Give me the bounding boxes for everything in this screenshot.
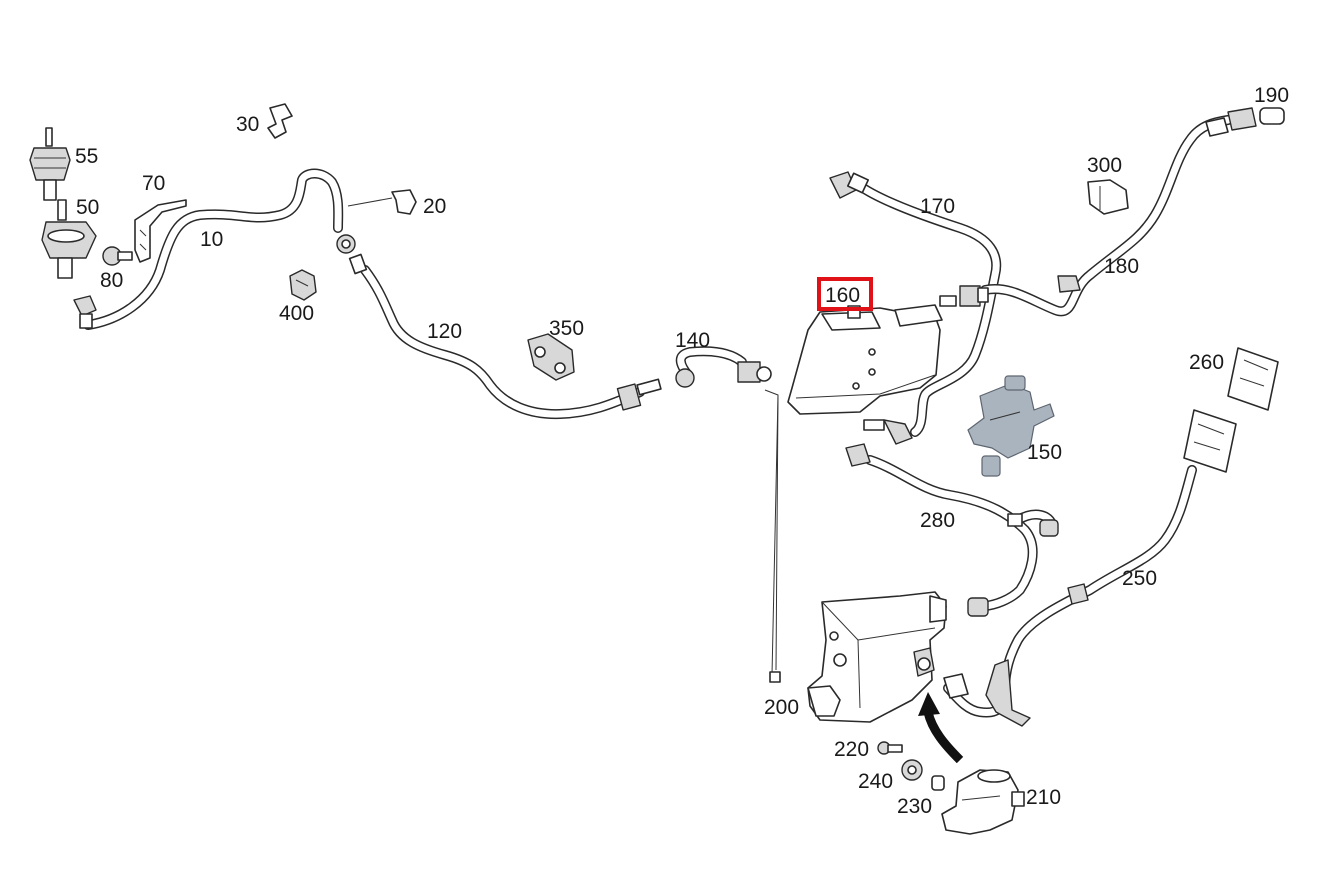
tank-160[interactable] [787, 304, 943, 445]
connector-140-end[interactable] [737, 361, 772, 383]
connector-280-end[interactable] [967, 597, 989, 617]
hose-170[interactable] [855, 181, 1002, 437]
label-240: 240 [858, 770, 893, 793]
connector-190[interactable] [1205, 107, 1285, 137]
label-260: 260 [1189, 351, 1224, 374]
label-140: 140 [675, 329, 710, 352]
hose-180[interactable] [980, 115, 1233, 317]
clip-400[interactable] [289, 269, 317, 301]
clip-250[interactable] [1067, 583, 1089, 605]
hose-140[interactable] [675, 346, 747, 380]
label-160: 160 [825, 284, 860, 307]
connector-20[interactable] [336, 234, 368, 275]
connector-180-joint[interactable] [939, 285, 989, 307]
seal-230[interactable] [931, 775, 945, 791]
canister-200[interactable] [769, 591, 947, 723]
valve-55[interactable] [29, 127, 71, 201]
hoses [83, 115, 1233, 718]
label-250: 250 [1122, 567, 1157, 590]
bracket-250-top[interactable] [1183, 409, 1237, 473]
bolt-80[interactable] [102, 246, 133, 266]
label-210: 210 [1026, 786, 1061, 809]
hose-200[interactable] [764, 389, 779, 676]
screw-220[interactable] [877, 741, 903, 755]
hose-10[interactable] [83, 168, 344, 330]
hose-120[interactable] [360, 265, 645, 420]
label-55: 55 [75, 145, 98, 168]
clip-350[interactable] [527, 333, 575, 381]
bracket-250-bottom[interactable] [943, 659, 1031, 727]
valve-150[interactable] [967, 375, 1055, 477]
label-70: 70 [142, 172, 165, 195]
connector-280-mid[interactable] [1007, 513, 1059, 537]
label-150: 150 [1027, 441, 1062, 464]
washer-240[interactable] [901, 759, 923, 781]
labels: 55 50 70 10 80 30 20 400 120 350 140 160… [75, 84, 1289, 818]
clip-30[interactable] [267, 103, 293, 139]
label-190: 190 [1254, 84, 1289, 107]
bracket-260[interactable] [1227, 347, 1279, 411]
label-50: 50 [76, 196, 99, 219]
clip-20[interactable] [347, 189, 417, 215]
arrow-210-to-200 [918, 692, 964, 764]
connector-10-end[interactable] [73, 295, 97, 329]
highlight-box-160[interactable] [817, 277, 873, 311]
connector-120-end[interactable] [616, 368, 695, 411]
label-280: 280 [920, 509, 955, 532]
bracket-70[interactable] [134, 199, 187, 263]
valve-50[interactable] [41, 199, 97, 279]
label-400: 400 [279, 302, 314, 325]
label-350: 350 [549, 317, 584, 340]
label-80: 80 [100, 269, 123, 292]
hose-250[interactable] [943, 465, 1197, 718]
clip-300[interactable] [1087, 179, 1129, 215]
label-30: 30 [236, 113, 259, 136]
label-180: 180 [1104, 255, 1139, 278]
clip-180[interactable] [1057, 275, 1081, 293]
hose-280[interactable] [865, 455, 1057, 611]
label-170: 170 [920, 195, 955, 218]
label-20: 20 [423, 195, 446, 218]
label-200: 200 [764, 696, 799, 719]
pump-210[interactable] [941, 769, 1025, 835]
connector-280-start[interactable] [845, 443, 871, 467]
label-220: 220 [834, 738, 869, 761]
label-120: 120 [427, 320, 462, 343]
connector-170[interactable] [829, 171, 870, 199]
label-300: 300 [1087, 154, 1122, 177]
label-10: 10 [200, 228, 223, 251]
label-230: 230 [897, 795, 932, 818]
